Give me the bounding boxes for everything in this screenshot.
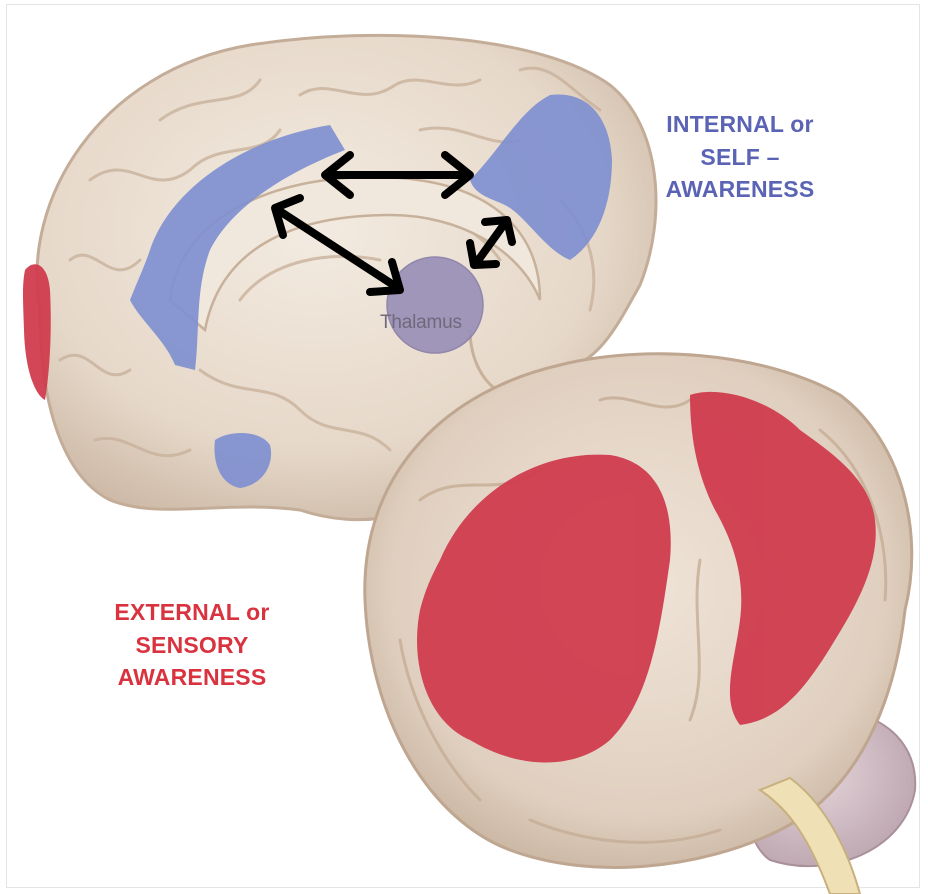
external-label-line3: AWARENESS <box>92 661 292 694</box>
thalamus-label: Thalamus <box>380 312 462 334</box>
internal-label-line1: INTERNAL or <box>640 108 840 141</box>
external-label-line1: EXTERNAL or <box>92 596 292 629</box>
internal-awareness-label: INTERNAL or SELF – AWARENESS <box>640 108 840 206</box>
external-awareness-label: EXTERNAL or SENSORY AWARENESS <box>92 596 292 694</box>
external-region-frontal-edge <box>23 264 51 400</box>
internal-label-line2: SELF – <box>640 141 840 174</box>
external-label-line2: SENSORY <box>92 629 292 662</box>
internal-label-line3: AWARENESS <box>640 173 840 206</box>
thalamus-structure <box>387 257 483 353</box>
